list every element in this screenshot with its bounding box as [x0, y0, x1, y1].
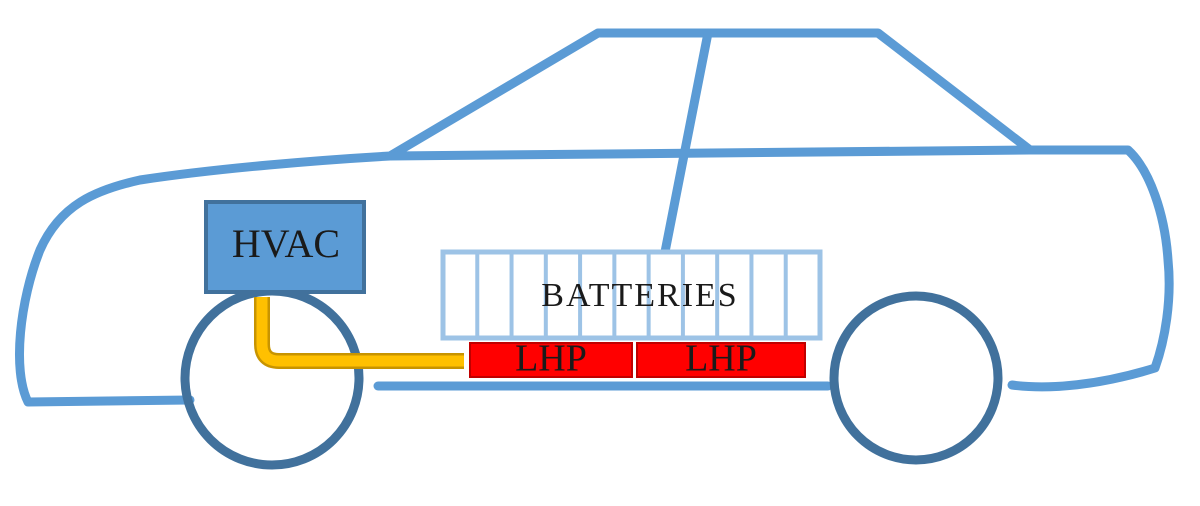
hvac-unit: HVAC [204, 200, 366, 294]
front-wheel [180, 286, 364, 470]
heat-pipe-core [256, 297, 464, 367]
b-pillar [660, 28, 713, 257]
lhp-right-box [636, 342, 806, 378]
batteries-box [440, 249, 823, 341]
heat-pipe [254, 297, 464, 369]
batteries-label: BATTERIES [541, 277, 738, 314]
lhp-left: LHP [469, 338, 633, 380]
lhp-left-label: LHP [515, 338, 587, 380]
hvac-box [204, 200, 366, 294]
lhp-left-box [469, 342, 633, 378]
lhp-right: LHP [636, 338, 806, 380]
rear-wheel [829, 291, 1003, 465]
battery-cell-dividers [475, 252, 788, 338]
belt-line [385, 145, 1035, 161]
lhp-right-label: LHP [685, 338, 757, 380]
batteries-block: BATTERIES [440, 249, 823, 341]
hvac-label: HVAC [232, 221, 340, 266]
